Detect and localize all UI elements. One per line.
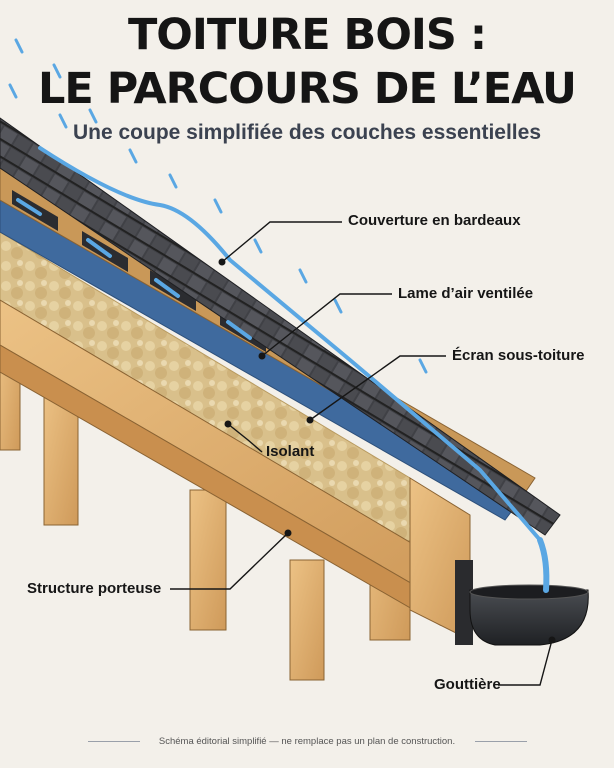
label-couverture: Couverture en bardeaux: [348, 212, 521, 229]
water-flow: [16, 146, 550, 593]
footer-rule-left: [88, 741, 140, 742]
rain-drops: [8, 38, 428, 374]
footer-rule-right: [475, 741, 527, 742]
label-isolant: Isolant: [266, 443, 315, 460]
label-ecran: Écran sous-toiture: [452, 347, 585, 364]
title-line-2: LE PARCOURS DE L’EAU: [38, 64, 577, 114]
label-lame-air: Lame d’air ventilée: [398, 285, 534, 302]
leader-dots: [218, 258, 556, 644]
label-gouttiere: Gouttière: [434, 676, 501, 693]
gutter: [455, 560, 589, 646]
leader-lines: [170, 221, 553, 686]
shingle-roofing: [0, 117, 561, 536]
title-line-1: TOITURE BOIS :: [127, 10, 487, 60]
subtitle: Une coupe simplifiée des couches essenti…: [72, 121, 542, 144]
footer-note: Schéma éditorial simplifié — ne remplace…: [158, 736, 456, 747]
label-structure: Structure porteuse: [27, 580, 162, 597]
